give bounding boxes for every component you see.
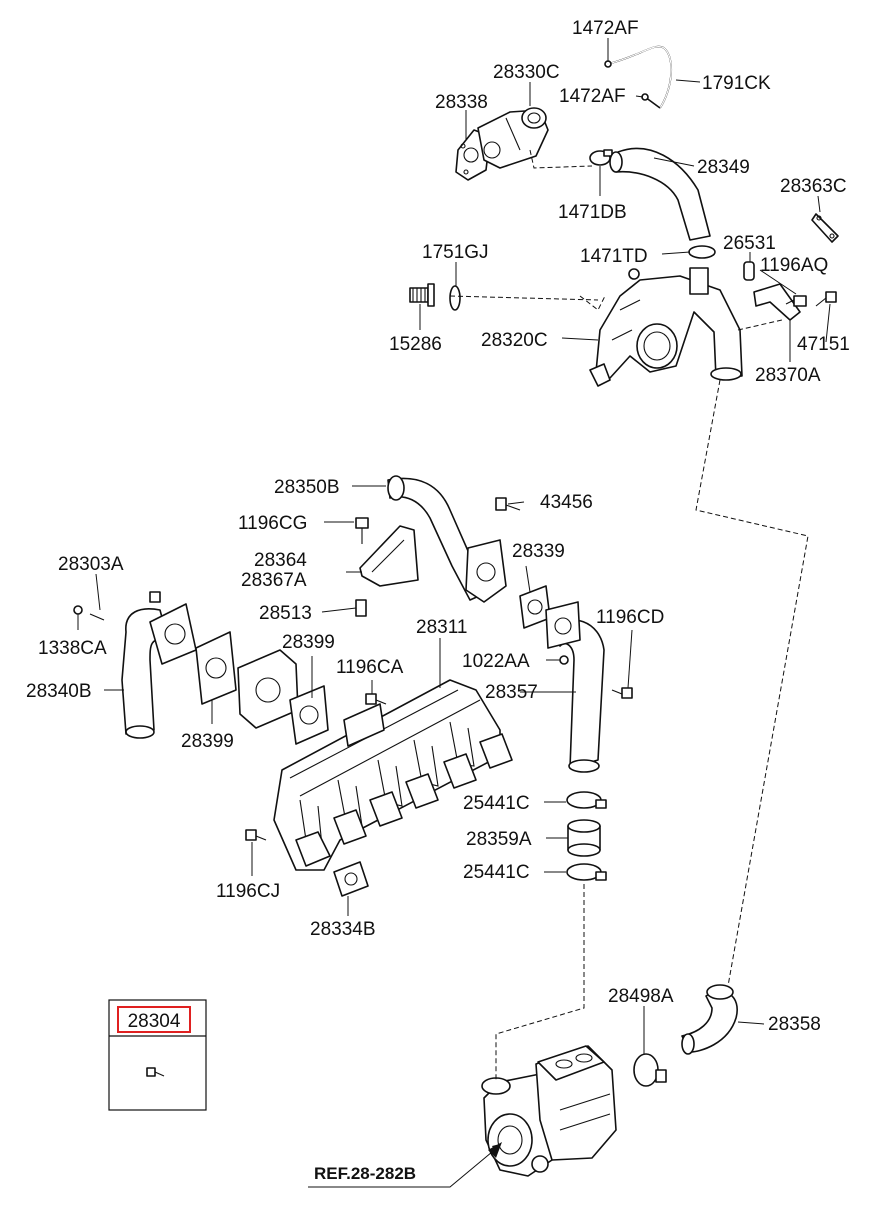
label-1196CD: 1196CD xyxy=(596,607,664,628)
bolt-47151[interactable] xyxy=(815,291,837,307)
connection-line xyxy=(495,884,585,1080)
label-28513: 28513 xyxy=(259,603,312,624)
label-15286: 15286 xyxy=(389,334,442,355)
bolt-1196CA[interactable] xyxy=(365,693,387,705)
label-1196CG: 1196CG xyxy=(238,513,307,534)
label-28367A: 28367A xyxy=(241,570,307,591)
label-1472AF-top: 1472AF xyxy=(572,18,639,39)
temp-sensor-15286[interactable] xyxy=(409,283,435,307)
label-28330C: 28330C xyxy=(493,62,560,83)
turbocharger[interactable] xyxy=(481,1045,617,1177)
highlight-box xyxy=(117,1006,191,1033)
inset-box: 28304 xyxy=(108,999,207,1111)
exhaust-manifold-28311[interactable] xyxy=(273,679,513,871)
label-28363C: 28363C xyxy=(780,176,847,197)
spacer-28513[interactable] xyxy=(355,599,367,617)
elbow-hose-28358[interactable] xyxy=(681,984,738,1055)
hose-28359A[interactable] xyxy=(567,819,601,857)
clamp-25441C-bottom[interactable] xyxy=(566,863,607,881)
connection-line xyxy=(449,295,599,301)
bolt-1196CD[interactable] xyxy=(611,687,633,699)
label-28311: 28311 xyxy=(416,617,467,638)
clamp-28498A[interactable] xyxy=(633,1053,667,1087)
inset-part-number[interactable]: 28304 xyxy=(128,1011,181,1032)
label-1022AA: 1022AA xyxy=(462,651,530,672)
bolt-1196CJ[interactable] xyxy=(245,829,267,841)
label-28320C: 28320C xyxy=(481,330,548,351)
label-28370A: 28370A xyxy=(755,365,821,386)
label-1471TD: 1471TD xyxy=(580,246,648,267)
label-1791CK: 1791CK xyxy=(702,73,771,94)
label-28358: 28358 xyxy=(768,1014,821,1035)
bracket-28363C[interactable] xyxy=(811,213,839,243)
label-28399-left: 28399 xyxy=(181,731,234,752)
label-25441C-bottom: 25441C xyxy=(463,862,530,883)
label-1471DB: 1471DB xyxy=(558,202,627,223)
label-28364: 28364 xyxy=(254,550,307,571)
egr-pipe-28350B[interactable] xyxy=(387,475,507,603)
label-28399-right: 28399 xyxy=(282,632,335,653)
leader-lines xyxy=(77,38,831,1054)
label-1472AF-mid: 1472AF xyxy=(559,86,626,107)
connection-line xyxy=(737,319,783,331)
label-1196CJ: 1196CJ xyxy=(216,881,280,902)
bracket-28370A[interactable] xyxy=(753,283,801,321)
bolt-43456[interactable] xyxy=(495,497,521,511)
bolt-1196CG[interactable] xyxy=(355,517,369,544)
label-28303A: 28303A xyxy=(58,554,124,575)
hose-clamp-1471DB[interactable] xyxy=(589,149,613,166)
gasket-28399-left[interactable] xyxy=(195,631,237,705)
hose-clamp-1471TD[interactable] xyxy=(688,245,716,259)
reference-callout[interactable]: REF.28-282B xyxy=(308,1142,502,1188)
gasket-28399-right[interactable] xyxy=(289,685,329,745)
label-28359A: 28359A xyxy=(466,829,532,850)
label-1196CA: 1196CA xyxy=(336,657,404,678)
pipe-28357[interactable] xyxy=(545,601,605,773)
connection-line xyxy=(529,149,593,169)
thermostat-housing-28330C[interactable] xyxy=(477,107,549,169)
label-1196AQ: 1196AQ xyxy=(760,255,828,276)
label-28334B: 28334B xyxy=(310,919,376,940)
label-28349: 28349 xyxy=(697,157,750,178)
gasket-28334B[interactable] xyxy=(333,861,369,897)
clamp-25441C-top[interactable] xyxy=(566,791,607,809)
bracket-28364-28367A[interactable] xyxy=(359,525,419,587)
label-25441C-top: 25441C xyxy=(463,793,530,814)
spacer-block[interactable] xyxy=(237,649,299,729)
pin-26531[interactable] xyxy=(743,261,755,281)
breather-hose-1791CK[interactable] xyxy=(607,45,673,109)
label-28339: 28339 xyxy=(512,541,565,562)
connection-line xyxy=(695,379,809,987)
label-47151: 47151 xyxy=(797,334,850,355)
label-28357: 28357 xyxy=(485,682,538,703)
nut-1022AA[interactable] xyxy=(559,655,569,665)
label-26531: 26531 xyxy=(723,233,776,254)
label-28338: 28338 xyxy=(435,92,488,113)
label-28350B: 28350B xyxy=(274,477,340,498)
label-43456: 43456 xyxy=(540,492,593,513)
gasket-28339[interactable] xyxy=(519,585,551,629)
label-28498A: 28498A xyxy=(608,986,674,1007)
bolt-icon xyxy=(146,1067,165,1077)
intake-pipe-28320C[interactable] xyxy=(589,267,743,387)
connection-line xyxy=(579,295,606,311)
water-hose-28349[interactable] xyxy=(609,147,711,241)
elbow-pipe-28340B[interactable] xyxy=(121,603,197,739)
label-1751GJ: 1751GJ xyxy=(422,242,489,263)
label-28340B: 28340B xyxy=(26,681,92,702)
reference-label: REF.28-282B xyxy=(314,1164,416,1183)
bolt-1196AQ[interactable] xyxy=(785,295,807,307)
label-1338CA: 1338CA xyxy=(38,638,107,659)
o-ring-1751GJ[interactable] xyxy=(449,285,461,311)
